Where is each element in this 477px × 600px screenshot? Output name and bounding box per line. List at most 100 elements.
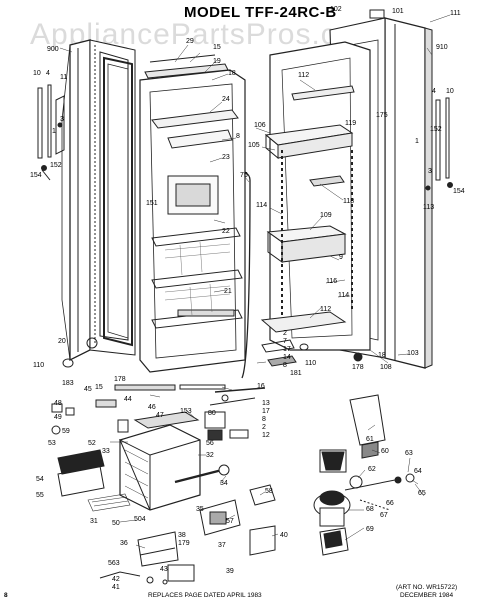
callout-154-left: 154 bbox=[30, 172, 42, 179]
callout-4: 4 bbox=[46, 70, 50, 77]
callout-154-right: 154 bbox=[453, 188, 465, 195]
callout-57: 57 bbox=[226, 518, 234, 525]
callout-114-top: 114 bbox=[256, 202, 268, 209]
callout-50: 50 bbox=[112, 520, 120, 527]
callout-31: 31 bbox=[90, 518, 98, 525]
callout-46: 46 bbox=[148, 404, 156, 411]
callout-13: 13 bbox=[262, 400, 270, 407]
callout-504: 504 bbox=[134, 516, 146, 523]
callout-34: 34 bbox=[220, 480, 228, 487]
callout-2-mid: 2 bbox=[262, 424, 266, 431]
callout-111: 111 bbox=[450, 10, 461, 17]
callout-113: 113 bbox=[423, 204, 435, 211]
callout-179: 179 bbox=[178, 540, 190, 547]
freezer-liner bbox=[139, 69, 246, 373]
callout-102: 102 bbox=[330, 6, 342, 13]
callout-49: 49 bbox=[54, 414, 62, 421]
callout-10: 10 bbox=[33, 70, 41, 77]
callout-9: 9 bbox=[339, 254, 343, 261]
callout-8-mid: 8 bbox=[262, 416, 266, 423]
callout-61: 61 bbox=[366, 436, 374, 443]
bottom-hardware bbox=[62, 337, 363, 391]
callout-60: 60 bbox=[381, 448, 389, 455]
callout-22: 22 bbox=[222, 228, 230, 235]
model-title: MODEL TFF-24RC-B bbox=[184, 4, 337, 21]
art-number: (ART NO. WR15722) bbox=[396, 584, 458, 591]
callout-38: 38 bbox=[178, 532, 186, 539]
callout-181: 181 bbox=[290, 370, 302, 377]
callout-151: 151 bbox=[146, 200, 158, 207]
callout-52: 52 bbox=[88, 440, 96, 447]
callout-43: 43 bbox=[160, 566, 168, 573]
water-valve-parts bbox=[313, 394, 415, 556]
callout-12-mid: 12 bbox=[262, 432, 270, 439]
left-trim-parts bbox=[37, 84, 65, 181]
callout-110-right: 110 bbox=[305, 360, 317, 367]
callout-32: 32 bbox=[206, 452, 214, 459]
callout-900: 900 bbox=[47, 46, 59, 53]
callout-16: 16 bbox=[257, 383, 265, 390]
freezer-door-gasket bbox=[103, 56, 133, 347]
callout-106: 106 bbox=[254, 122, 266, 129]
callout-116: 116 bbox=[326, 278, 338, 285]
callout-3: 3 bbox=[60, 116, 64, 123]
callout-66: 66 bbox=[386, 500, 394, 507]
callout-58: 58 bbox=[265, 488, 273, 495]
callout-53: 53 bbox=[48, 440, 56, 447]
callout-119: 119 bbox=[345, 120, 357, 127]
callout-152-left: 152 bbox=[50, 162, 62, 169]
callout-39: 39 bbox=[226, 568, 234, 575]
callout-62: 62 bbox=[368, 466, 376, 473]
callout-54: 54 bbox=[36, 476, 44, 483]
callout-29: 29 bbox=[186, 38, 194, 45]
fresh-food-liner bbox=[260, 41, 371, 351]
callout-563: 563 bbox=[108, 560, 120, 567]
replaces-note: REPLACES PAGE DATED APRIL 1983 bbox=[148, 592, 262, 599]
right-trim-parts bbox=[425, 97, 453, 191]
callout-42: 42 bbox=[112, 576, 120, 583]
callout-48: 48 bbox=[54, 400, 62, 407]
callout-63: 63 bbox=[405, 450, 413, 457]
freezer-door bbox=[61, 39, 136, 362]
callout-40: 40 bbox=[280, 532, 288, 539]
callout-36: 36 bbox=[120, 540, 128, 547]
callout-108: 108 bbox=[380, 364, 392, 371]
callout-69: 69 bbox=[366, 526, 374, 533]
callout-18: 18 bbox=[228, 70, 236, 77]
top-trim-bar bbox=[144, 54, 229, 79]
callout-23: 23 bbox=[222, 154, 230, 161]
callout-35: 35 bbox=[196, 506, 204, 513]
callout-15: 15 bbox=[213, 44, 221, 51]
callout-37: 37 bbox=[218, 542, 226, 549]
callout-175: 175 bbox=[376, 112, 388, 119]
callout-15-bottom: 15 bbox=[95, 384, 103, 391]
page-number: 8 bbox=[4, 592, 8, 599]
callout-4-right: 4 bbox=[432, 88, 436, 95]
callout-65: 65 bbox=[418, 490, 426, 497]
callout-152-right: 152 bbox=[430, 126, 442, 133]
callout-8-bottom: 8 bbox=[283, 362, 287, 369]
callout-67: 67 bbox=[380, 512, 388, 519]
callout-105: 105 bbox=[248, 142, 260, 149]
callout-118: 118 bbox=[343, 198, 355, 205]
callout-109: 109 bbox=[320, 212, 332, 219]
callout-2-bottom: 2 bbox=[283, 330, 287, 337]
callout-18-right: 18 bbox=[378, 352, 386, 359]
callout-114-bottom: 114 bbox=[338, 292, 350, 299]
callout-68: 68 bbox=[366, 506, 374, 513]
callout-11: 11 bbox=[60, 74, 68, 81]
control-parts bbox=[204, 171, 266, 441]
callout-153: 153 bbox=[180, 408, 192, 415]
callout-7: 7 bbox=[283, 338, 287, 345]
callout-47: 47 bbox=[156, 412, 164, 419]
callout-21: 21 bbox=[224, 288, 232, 295]
callout-80: 80 bbox=[208, 410, 216, 417]
callout-75: 75 bbox=[240, 172, 248, 179]
callout-20: 20 bbox=[58, 338, 66, 345]
callout-8: 8 bbox=[236, 133, 240, 140]
callout-56: 56 bbox=[206, 440, 214, 447]
callout-112-top: 112 bbox=[298, 72, 310, 79]
callout-19: 19 bbox=[213, 58, 221, 65]
